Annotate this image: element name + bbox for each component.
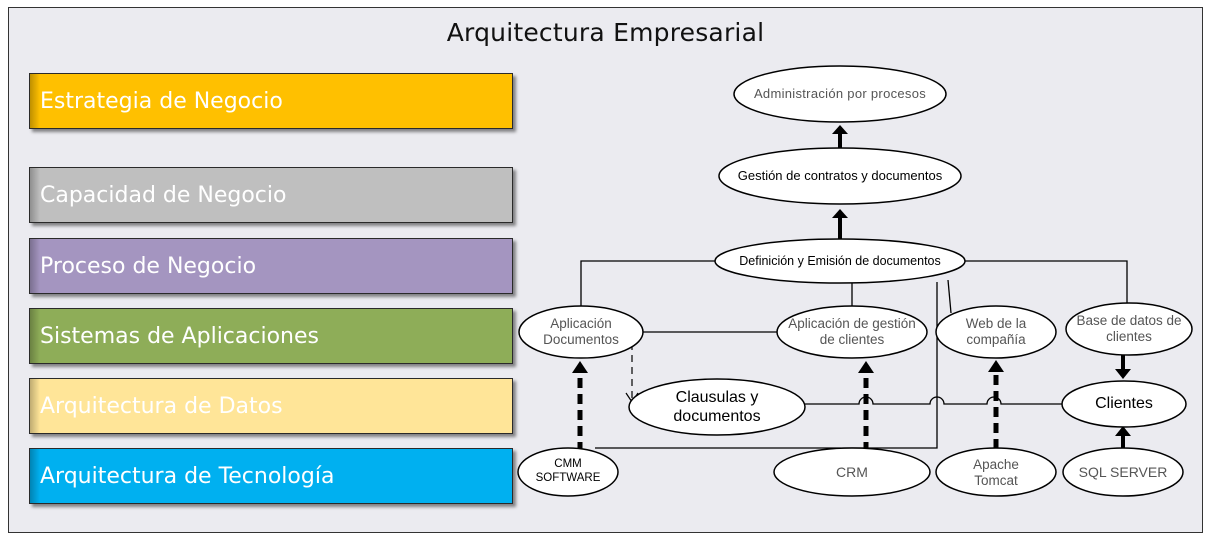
layer-arquitectura-datos: Arquitectura de Datos	[29, 378, 513, 434]
ellipse-apache	[935, 447, 1057, 497]
diagram-title: Arquitectura Empresarial	[446, 18, 765, 47]
ellipse-base-datos	[1065, 302, 1193, 356]
layer-label: Proceso de Negocio	[40, 253, 257, 279]
layer-label: Capacidad de Negocio	[40, 182, 287, 208]
layer-label: Arquitectura de Datos	[40, 393, 283, 419]
ellipse-app-clientes	[776, 305, 928, 359]
layer-estrategia-negocio: Estrategia de Negocio	[29, 73, 513, 129]
ellipse-sql	[1062, 447, 1184, 497]
arrowhead-clientes	[1115, 369, 1131, 379]
ellipse-crm	[773, 447, 931, 497]
connector-clausulas-clientes	[804, 396, 1064, 405]
ellipse-clientes	[1061, 380, 1187, 428]
dashed-connector-app-docs-clausulas	[631, 343, 640, 402]
ellipse-app-docs	[518, 305, 644, 359]
layer-capacidad-negocio: Capacidad de Negocio	[29, 167, 513, 223]
ellipse-cmm	[517, 447, 619, 497]
layer-sistemas-aplicaciones: Sistemas de Aplicaciones	[29, 308, 513, 364]
connector-definicion-web	[947, 279, 952, 314]
ellipse-clausulas	[628, 378, 806, 436]
arrowhead-app-clientes	[858, 361, 874, 373]
layer-arquitectura-tecnologia: Arquitectura de Tecnología	[29, 448, 513, 504]
layer-label: Arquitectura de Tecnología	[40, 463, 335, 489]
layer-label: Estrategia de Negocio	[40, 88, 283, 114]
connector-definicion-app-docs	[580, 260, 716, 313]
ellipse-gestion	[718, 147, 962, 205]
arrowhead-gestion	[832, 209, 848, 218]
ellipse-definicion	[714, 238, 966, 284]
layer-label: Sistemas de Aplicaciones	[40, 323, 319, 349]
ellipse-web	[935, 305, 1057, 359]
arrowhead-admin	[832, 125, 848, 134]
arrowhead-web	[988, 360, 1004, 372]
layer-proceso-negocio: Proceso de Negocio	[29, 238, 513, 294]
arrowhead-app-docs	[572, 361, 588, 373]
connector-definicion-base-datos	[965, 260, 1128, 305]
ellipse-admin	[733, 65, 947, 123]
arrowhead-clientes-up	[1115, 426, 1131, 436]
